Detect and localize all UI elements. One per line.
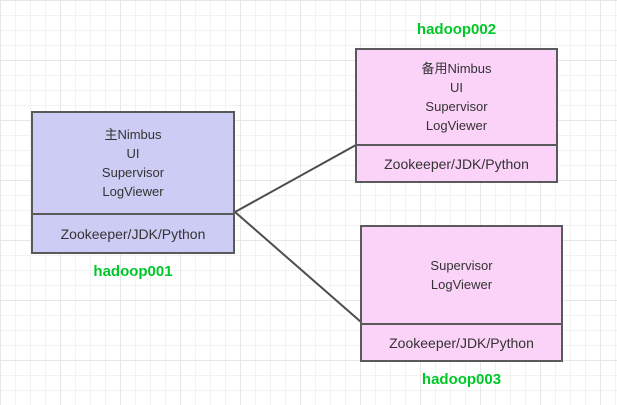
node-hadoop001: 主Nimbus UI Supervisor LogViewer Zookeepe…: [31, 111, 235, 254]
edge-hadoop001-hadoop002: [234, 144, 357, 213]
service-line: Supervisor: [425, 99, 488, 114]
service-line: UI: [126, 146, 140, 161]
host-label-hadoop003: hadoop003: [421, 371, 502, 388]
node-hadoop002: 备用Nimbus UI Supervisor LogViewer Zookeep…: [355, 48, 558, 183]
node-hadoop003-base: Zookeeper/JDK/Python: [362, 323, 561, 360]
edge-hadoop001-hadoop003: [234, 211, 362, 323]
host-label-hadoop002: hadoop002: [416, 21, 497, 38]
service-line: Supervisor: [430, 258, 493, 273]
node-hadoop003-services: Supervisor LogViewer: [362, 227, 561, 323]
node-hadoop001-base: Zookeeper/JDK/Python: [33, 213, 233, 252]
service-line: 备用Nimbus: [421, 61, 492, 76]
host-label-hadoop001: hadoop001: [93, 263, 173, 280]
service-line: Supervisor: [101, 165, 165, 180]
node-hadoop002-base: Zookeeper/JDK/Python: [357, 144, 556, 181]
service-line: LogViewer: [430, 277, 493, 292]
service-line: LogViewer: [425, 118, 488, 133]
node-hadoop001-services: 主Nimbus UI Supervisor LogViewer: [33, 113, 233, 213]
service-line: LogViewer: [102, 184, 164, 199]
service-line: UI: [450, 80, 463, 95]
service-line: 主Nimbus: [104, 127, 162, 142]
node-hadoop002-services: 备用Nimbus UI Supervisor LogViewer: [357, 50, 556, 144]
node-hadoop003: Supervisor LogViewer Zookeeper/JDK/Pytho…: [360, 225, 563, 362]
